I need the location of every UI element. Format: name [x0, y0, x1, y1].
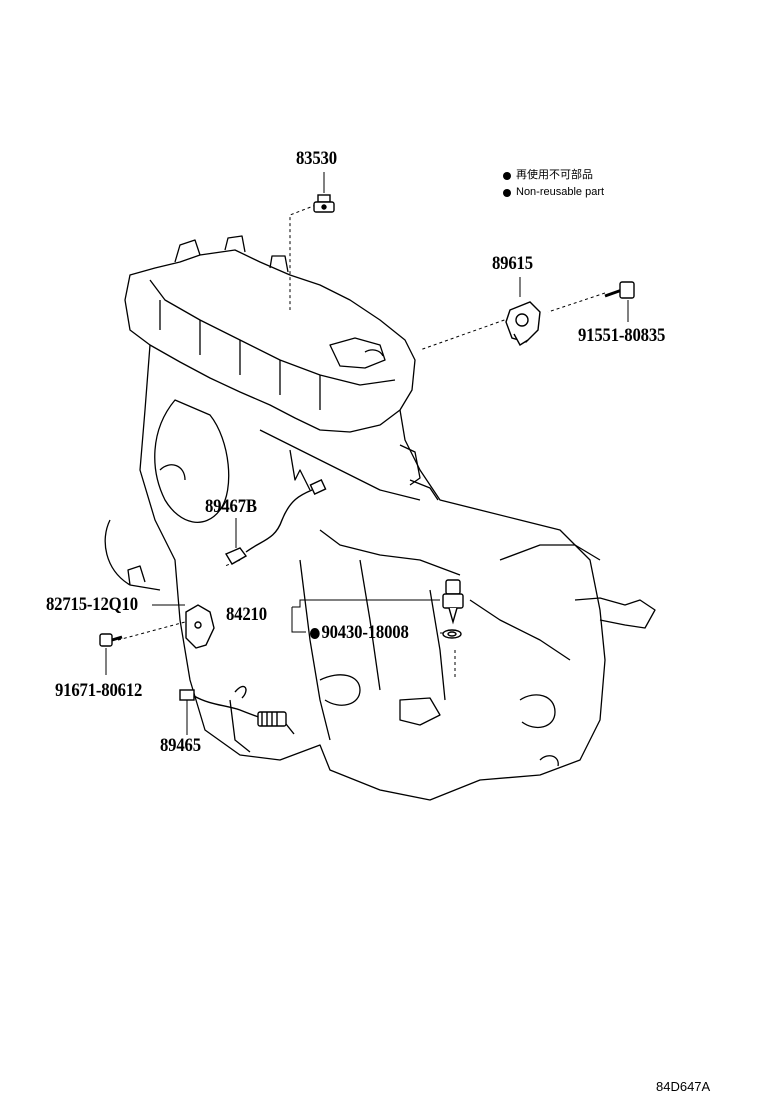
- oil-pressure-switch: [313, 194, 335, 213]
- legend: 再使用不可部品 Non-reusable part: [503, 167, 604, 201]
- part-number-label[interactable]: 82715-12Q10: [46, 594, 138, 615]
- part-shapes: [99, 194, 635, 735]
- legend-label-jp: 再使用不可部品: [516, 169, 593, 181]
- legend-row-jp: 再使用不可部品: [503, 167, 604, 184]
- non-reusable-dot-icon: [310, 628, 320, 639]
- engine-outline: [104, 235, 656, 801]
- oxygen-sensor-89465: [179, 685, 295, 735]
- bracket-82715: [185, 604, 215, 649]
- bolt-91671: [99, 633, 123, 647]
- knock-sensor: [505, 301, 541, 346]
- non-reusable-dot-icon: [503, 188, 511, 197]
- leader-lines: [105, 172, 629, 735]
- legend-row-en: Non-reusable part: [503, 184, 604, 201]
- part-number-label[interactable]: 89465: [160, 735, 201, 756]
- part-number-non-reusable[interactable]: 90430-18008: [310, 622, 409, 644]
- part-number-label[interactable]: 89467B: [205, 496, 257, 517]
- speed-sensor: [442, 579, 464, 625]
- legend-label-en: Non-reusable part: [516, 186, 605, 198]
- part-number-label[interactable]: 90430-18008: [321, 622, 409, 643]
- diagram-reference-code: 84D647A: [656, 1079, 711, 1094]
- part-number-label[interactable]: 89615: [492, 253, 533, 274]
- part-number-label[interactable]: 83530: [296, 148, 337, 169]
- part-number-label[interactable]: 91671-80612: [55, 680, 143, 701]
- part-number-label[interactable]: 91551-80835: [578, 325, 666, 346]
- non-reusable-dot-icon: [503, 171, 511, 180]
- gasket: [442, 629, 462, 639]
- bolt-91551: [604, 281, 635, 299]
- part-number-label[interactable]: 84210: [226, 604, 267, 625]
- oxygen-sensor-89467b: [224, 479, 327, 565]
